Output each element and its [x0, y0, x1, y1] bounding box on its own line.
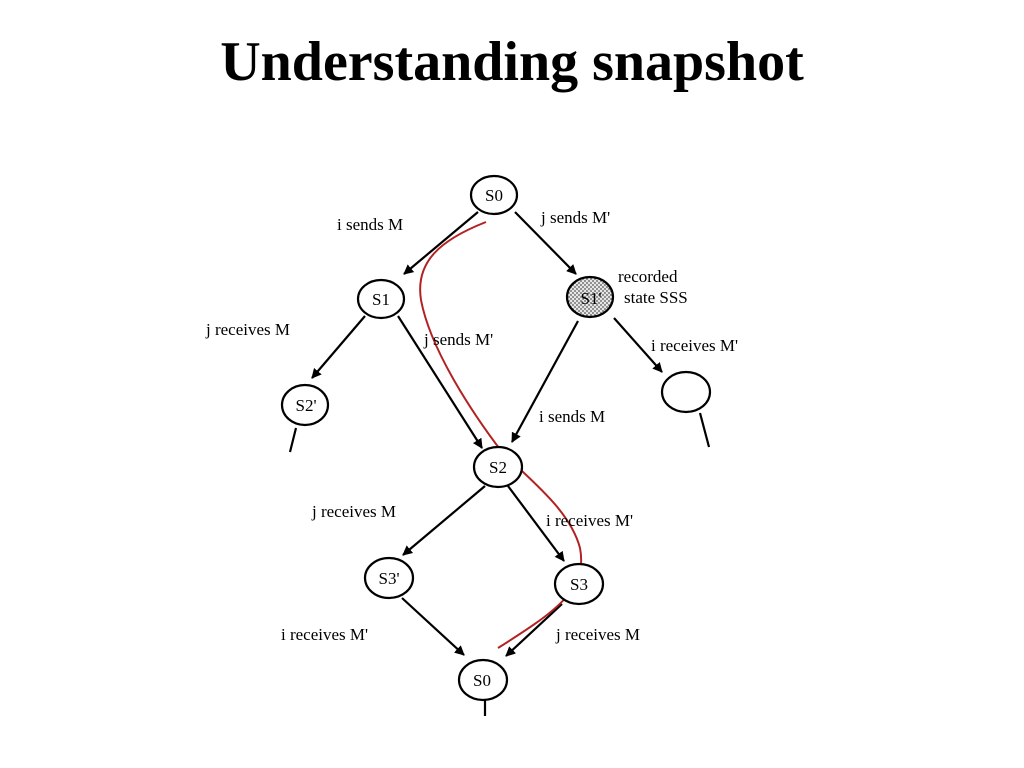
- slide-title: Understanding snapshot: [220, 31, 804, 93]
- node-s2: [472, 445, 524, 489]
- edge-label-j-receives-m-left: j receives M: [205, 320, 290, 339]
- edge-label-i-receives-m-prime-right: i receives M': [651, 336, 738, 355]
- edge-label-j-sends-m-prime-top: j sends M': [540, 208, 610, 227]
- edges: [288, 211, 711, 716]
- edge-s1-s2: [397, 315, 483, 449]
- nodes: [280, 174, 712, 702]
- edge-s0-s1: [403, 211, 479, 275]
- edge-label-j-receives-m-bottom: j receives M: [555, 625, 640, 644]
- node-s3: [553, 562, 605, 606]
- tail-blank: [698, 412, 711, 448]
- label-s0-bottom: S0: [473, 671, 491, 690]
- node-s1-prime-recorded: [565, 275, 615, 319]
- edge-s1prime-blank: [613, 317, 663, 373]
- label-s3-prime: S3': [378, 569, 399, 588]
- node-s1: [356, 278, 406, 320]
- node-s3-prime: [363, 556, 415, 600]
- edge-s1-s2prime: [311, 315, 366, 379]
- node-blank: [660, 370, 712, 414]
- label-s2-prime: S2': [295, 396, 316, 415]
- edge-label-i-receives-m-prime-lower: i receives M': [546, 511, 633, 530]
- edge-label-j-receives-m-lower: j receives M: [311, 502, 396, 521]
- edge-s3-s0: [505, 603, 563, 657]
- node-s0-bottom: [457, 658, 509, 702]
- edge-s2-s3: [507, 485, 565, 562]
- edge-label-j-sends-m-prime-mid: j sends M': [423, 330, 493, 349]
- annotation-state-sss: state SSS: [624, 288, 688, 307]
- label-s1-prime: S1': [580, 289, 601, 308]
- node-s0-top: [469, 174, 519, 216]
- label-s1: S1: [372, 290, 390, 309]
- annotation-recorded: recorded: [618, 267, 678, 286]
- tail-s2prime: [288, 427, 298, 453]
- edge-label-i-sends-m-top: i sends M: [337, 215, 403, 234]
- label-s3: S3: [570, 575, 588, 594]
- edge-s2-s3prime: [402, 485, 486, 556]
- label-s2: S2: [489, 458, 507, 477]
- node-s2-prime: [280, 383, 330, 427]
- edge-s1prime-s2: [511, 320, 579, 443]
- edge-label-i-receives-m-prime-bottom: i receives M': [281, 625, 368, 644]
- edge-s0-s1prime: [514, 211, 577, 275]
- edge-s3prime-s0: [401, 597, 465, 656]
- edge-label-i-sends-m-mid: i sends M: [539, 407, 605, 426]
- label-s0-top: S0: [485, 186, 503, 205]
